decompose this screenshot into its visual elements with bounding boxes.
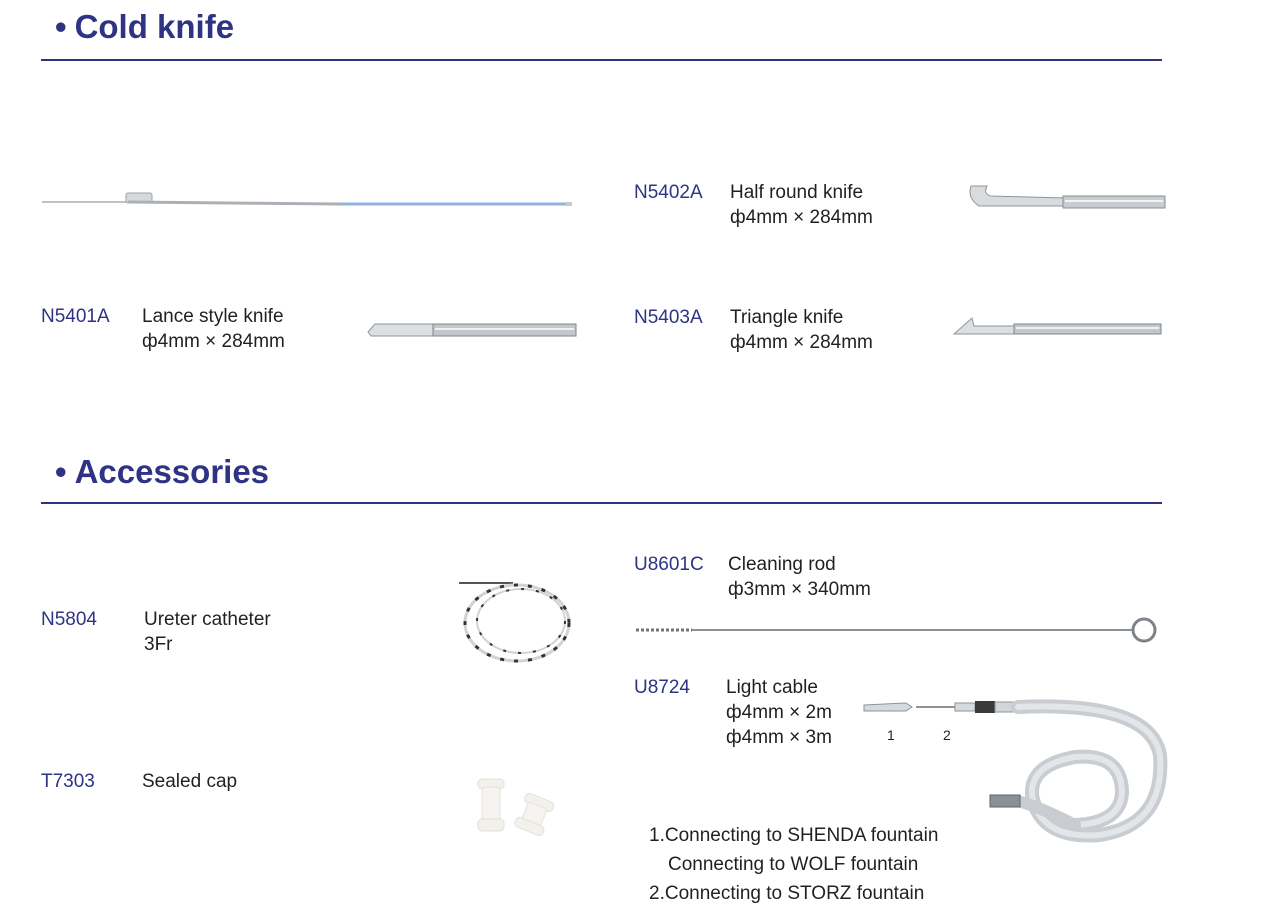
- accessories-title: Accessories: [74, 453, 270, 490]
- product-code-n5804: N5804: [41, 609, 97, 630]
- accessories-rule: [41, 502, 1162, 504]
- cleaning-rod-image: [636, 617, 1157, 643]
- accessories-heading: •Accessories: [55, 453, 269, 491]
- heading-bullet: •: [55, 453, 67, 490]
- product-name: Lance style knife: [142, 306, 284, 327]
- cold-knife-rule: [41, 59, 1162, 61]
- product-code-t7303: T7303: [41, 771, 95, 792]
- product-name: Triangle knife: [730, 307, 844, 328]
- light-cable-image: [863, 699, 1168, 843]
- product-code-n5401a: N5401A: [41, 306, 110, 327]
- light-cable-note-3: 2.Connecting to STORZ fountain: [649, 883, 925, 904]
- product-spec: 3Fr: [144, 634, 173, 655]
- cold-knife-heading: •Cold knife: [55, 8, 234, 46]
- product-name: Ureter catheter: [144, 609, 271, 630]
- product-code-u8601c: U8601C: [634, 554, 704, 575]
- product-spec: ф4mm × 3m: [726, 727, 832, 748]
- product-name: Sealed cap: [142, 771, 238, 792]
- product-n5403a: Triangle knife ф4mm × 284mm: [730, 305, 873, 355]
- cold-knife-title: Cold knife: [74, 8, 235, 45]
- lance-knife-image: [367, 323, 577, 337]
- product-name: Cleaning rod: [728, 554, 836, 575]
- light-cable-label-1: 1: [887, 727, 895, 743]
- product-name: Half round knife: [730, 182, 864, 203]
- heading-bullet: •: [55, 8, 67, 45]
- ureter-catheter-image: [459, 582, 571, 663]
- triangle-knife-image: [952, 317, 1162, 335]
- light-cable-note-2: Connecting to WOLF fountain: [668, 854, 919, 875]
- product-spec: ф4mm × 284mm: [730, 207, 873, 228]
- product-n5402a: Half round knife ф4mm × 284mm: [730, 180, 873, 230]
- product-code-u8724: U8724: [634, 677, 690, 698]
- product-code-n5403a: N5403A: [634, 307, 703, 328]
- product-name: Light cable: [726, 677, 818, 698]
- product-n5804: Ureter catheter 3Fr: [144, 607, 271, 657]
- product-spec: ф4mm × 284mm: [730, 332, 873, 353]
- light-cable-label-2: 2: [943, 727, 951, 743]
- knife-sheath-image: [42, 192, 572, 206]
- product-spec: ф3mm × 340mm: [728, 579, 871, 600]
- product-t7303: Sealed cap: [142, 769, 237, 794]
- half-round-knife-image: [969, 185, 1166, 209]
- sealed-cap-image: [477, 778, 555, 837]
- product-code-n5402a: N5402A: [634, 182, 703, 203]
- product-n5401a: Lance style knife ф4mm × 284mm: [142, 304, 285, 354]
- light-cable-note-1: 1.Connecting to SHENDA fountain: [649, 825, 939, 846]
- product-u8601c: Cleaning rod ф3mm × 340mm: [728, 552, 871, 602]
- product-spec: ф4mm × 2m: [726, 702, 832, 723]
- product-u8724: Light cable ф4mm × 2m ф4mm × 3m: [726, 675, 832, 750]
- product-spec: ф4mm × 284mm: [142, 331, 285, 352]
